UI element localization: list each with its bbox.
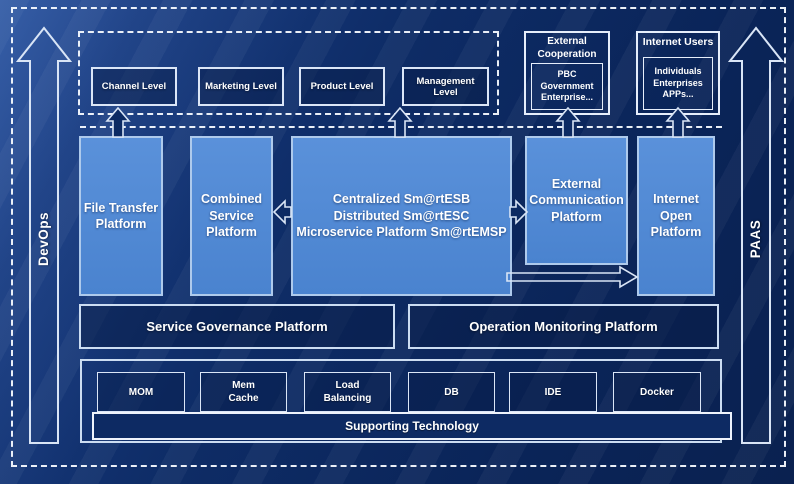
platform-label: Internet Open Platform [650,192,702,240]
supporting-item-label: Balancing [323,393,372,404]
up-arrow-icon [665,107,691,138]
supporting-technology-container [80,359,722,443]
level-label: Management Level [416,75,475,98]
paas-arrow [728,26,784,444]
platform-line: Centralized Sm@rtESB [332,192,471,207]
devops-arrow [16,26,72,444]
up-arrow-icon [555,107,581,138]
internet-users-inner-box: Individuals Enterprises APPs... [643,57,713,110]
inner-line: Enterprise... [540,92,594,103]
levels-dashed-container [78,31,499,115]
inner-line: PBC Government [540,68,594,91]
supporting-item-mem-cache: Mem Cache [200,372,287,412]
supporting-item-load-balancing: Load Balancing [304,372,391,412]
left-arrow-icon [272,199,292,225]
inner-line: APPs... [662,89,694,100]
inner-line: Individuals [654,65,702,76]
level-box-marketing: Marketing Level [198,67,284,106]
supporting-item-label: Mem [232,380,255,391]
supporting-item-label: IDE [544,386,562,398]
internet-users-title: Internet Users [642,36,714,48]
supporting-item-label: Cache [228,393,259,404]
external-communication-platform-box: External Communication Platform [525,136,628,265]
external-cooperation-title: External Cooperation [537,36,597,60]
governance-label: Service Governance Platform [146,319,328,334]
paas-label: PAAS [748,219,763,259]
platform-label: File Transfer Platform [83,200,159,232]
service-governance-platform-box: Service Governance Platform [79,304,395,349]
supporting-technology-bar: Supporting Technology [92,412,732,440]
up-arrow-icon [105,107,131,138]
supporting-item-label: DB [444,386,459,398]
level-box-product: Product Level [299,67,385,106]
supporting-item-label: MOM [128,386,154,398]
file-transfer-platform-box: File Transfer Platform [79,136,163,296]
supporting-item-label: Docker [640,386,674,398]
central-esb-platform-box: Centralized Sm@rtESB Distributed Sm@rtES… [291,136,512,296]
level-box-channel: Channel Level [91,67,177,106]
internet-open-platform-box: Internet Open Platform [637,136,715,296]
level-label: Product Level [310,81,374,92]
external-cooperation-inner-box: PBC Government Enterprise... [531,63,603,110]
supporting-item-mom: MOM [97,372,185,412]
inner-line: Enterprises [653,77,703,88]
platform-label: Combined Service Platform [200,192,263,240]
platform-line: Microservice Platform Sm@rtEMSP [296,225,507,240]
level-label: Marketing Level [205,81,277,92]
governance-label: Operation Monitoring Platform [469,319,658,334]
long-right-arrow-icon [506,265,639,289]
right-arrow-icon [509,199,529,225]
level-box-management: Management Level [402,67,489,106]
operation-monitoring-platform-box: Operation Monitoring Platform [408,304,719,349]
supporting-item-label: Load [335,380,360,391]
level-label: Channel Level [101,81,167,92]
outer-dashed-border [11,7,786,467]
supporting-item-docker: Docker [613,372,701,412]
platform-label: External Communication Platform [529,176,624,224]
devops-label: DevOps [36,211,51,267]
up-arrow-icon [387,107,413,138]
supporting-item-db: DB [408,372,495,412]
internet-users-box: Internet Users Individuals Enterprises A… [636,31,720,115]
supporting-item-ide: IDE [509,372,597,412]
platform-line: Distributed Sm@rtESC [333,208,470,223]
supporting-technology-label: Supporting Technology [345,419,479,433]
combined-service-platform-box: Combined Service Platform [190,136,273,296]
external-cooperation-box: External Cooperation PBC Government Ente… [524,31,610,115]
